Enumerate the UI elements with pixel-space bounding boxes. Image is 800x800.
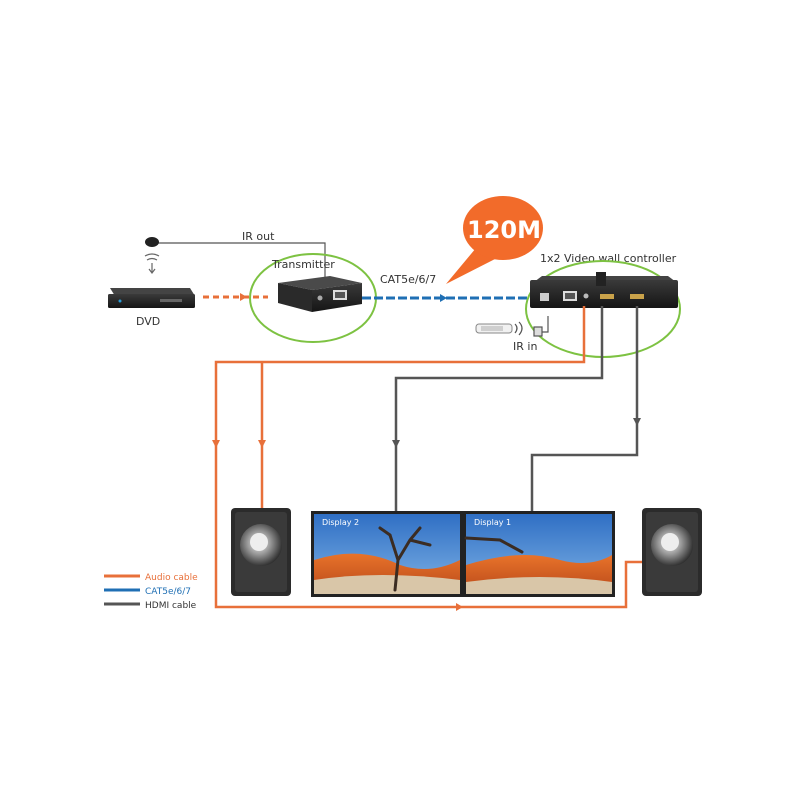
ir-in-cable (533, 316, 549, 337)
legend-item-cat: CAT5e/6/7 (104, 587, 191, 597)
ir-in-label: IR in (513, 340, 537, 353)
video-wall-controller-icon (530, 272, 678, 308)
cat-cable (362, 294, 528, 302)
ir-remote-icon (475, 321, 523, 336)
dvd-player-icon (108, 288, 195, 308)
legend: Audio cable CAT5e/6/7 HDMI cable (104, 573, 198, 611)
distance-badge (446, 196, 543, 284)
display-2-label: Display 2 (322, 518, 359, 527)
dvd-label: DVD (136, 315, 160, 328)
dvd-to-transmitter-cable (203, 293, 268, 301)
hdmi-cable-display-2 (394, 306, 604, 515)
display-2 (311, 511, 463, 597)
ir-out-cable (158, 242, 326, 285)
ir-out-label: IR out (242, 230, 275, 243)
hdmi-cable-display-1 (530, 306, 639, 515)
ir-sensor-icon (144, 237, 160, 274)
audio-cable-left (214, 306, 586, 609)
display-1 (463, 511, 615, 597)
controller-label: 1x2 Video wall controller (540, 252, 677, 265)
display-1-label: Display 1 (474, 518, 511, 527)
legend-item-hdmi: HDMI cable (104, 601, 197, 611)
left-speaker-icon (231, 508, 291, 596)
legend-label: HDMI cable (145, 601, 197, 611)
cat-link-label: CAT5e/6/7 (380, 273, 436, 286)
transmitter-label: Transmitter (271, 258, 335, 271)
right-speaker-icon (642, 508, 702, 596)
legend-label: CAT5e/6/7 (145, 587, 191, 597)
legend-label: Audio cable (145, 573, 198, 583)
audio-cable-right (465, 560, 642, 609)
audio-arrows (212, 440, 463, 611)
transmitter-device-icon (278, 276, 362, 312)
hdmi-arrows (392, 418, 641, 448)
distance-badge-label: 120M (467, 216, 541, 244)
legend-item-audio: Audio cable (104, 573, 198, 583)
